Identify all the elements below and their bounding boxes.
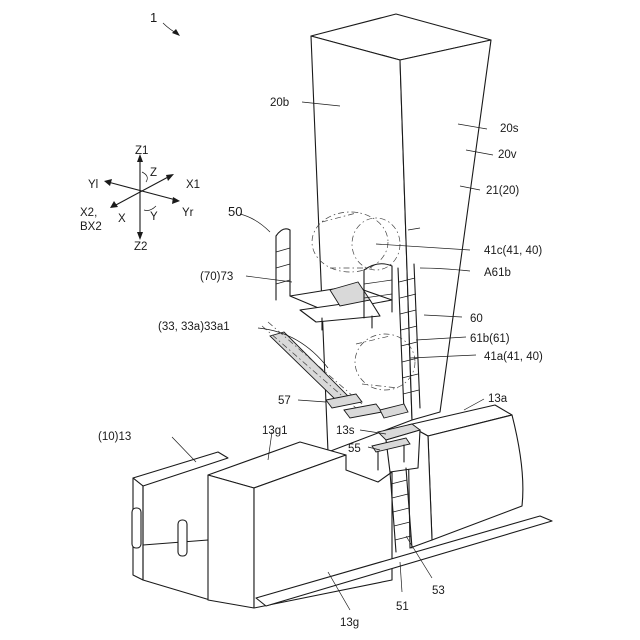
- label-axis-z1: Z1: [135, 145, 148, 157]
- label-axis-x1: X1: [186, 179, 200, 191]
- label-61b: 61b(61): [470, 333, 510, 345]
- label-41a: 41a(41, 40): [484, 351, 543, 363]
- label-51: 51: [396, 601, 409, 613]
- label-53: 53: [432, 585, 445, 597]
- label-60: 60: [470, 313, 483, 325]
- gear-box-front: [208, 475, 254, 608]
- axes-icon: [104, 154, 180, 240]
- label-ref-main: 1: [150, 10, 157, 25]
- label-33a1: (33, 33a)33a1: [158, 321, 230, 333]
- label-axis-y: Y: [150, 211, 158, 223]
- label-20s: 20s: [500, 123, 519, 135]
- label-13g: 13g: [340, 617, 359, 629]
- label-13s: 13s: [336, 425, 355, 437]
- label-20v: 20v: [498, 149, 517, 161]
- label-13g1: 13g1: [262, 425, 288, 437]
- label-41c: 41c(41, 40): [484, 245, 542, 257]
- nacelle-13a-side: [428, 415, 523, 540]
- label-20b: 20b: [270, 97, 289, 109]
- label-axis-yl: Yl: [88, 179, 98, 191]
- label-axis-z2: Z2: [134, 241, 147, 253]
- label-axis-yr: Yr: [182, 207, 194, 219]
- label-21-20: 21(20): [486, 185, 519, 197]
- label-13a: 13a: [488, 393, 508, 405]
- label-55: 55: [348, 443, 361, 455]
- label-10-13: (10)13: [98, 431, 131, 443]
- tower-side-face: [400, 40, 491, 420]
- label-57: 57: [278, 395, 291, 407]
- label-50: 50: [228, 204, 242, 219]
- label-axis-z: Z: [150, 167, 157, 179]
- label-70-73: (70)73: [200, 271, 233, 283]
- label-a61b: A61b: [484, 267, 511, 279]
- label-axis-bx2: BX2: [80, 221, 102, 233]
- label-axis-x2: X2,: [80, 207, 97, 219]
- label-axis-x: X: [118, 213, 126, 225]
